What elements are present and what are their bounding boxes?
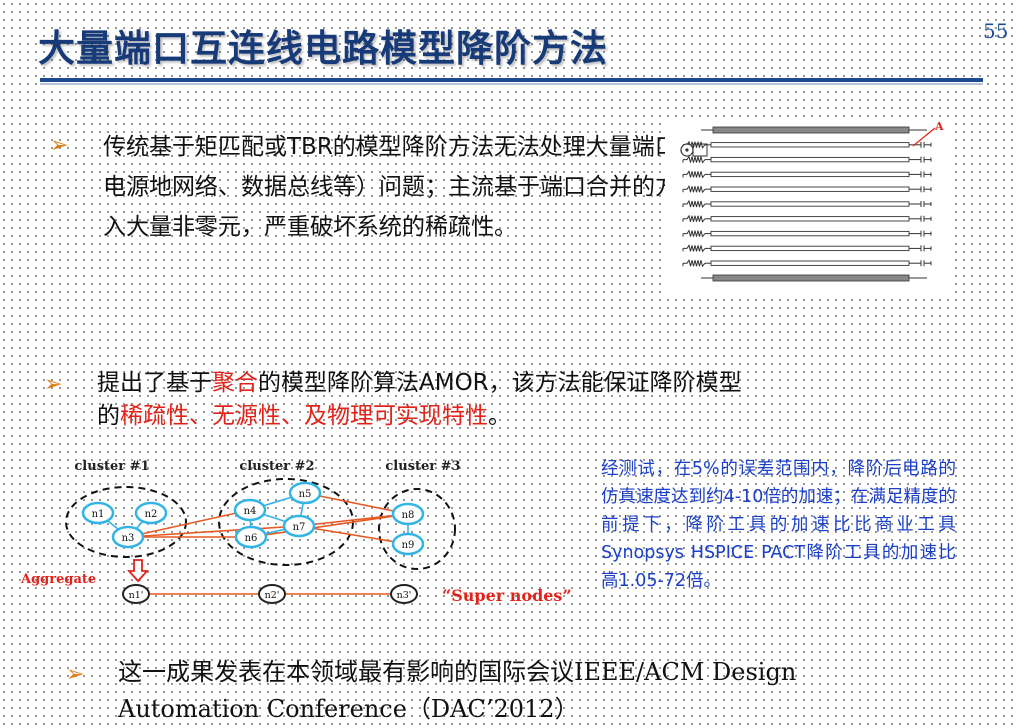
bullet-2-part-1: 提出了基于	[97, 370, 212, 396]
bullet-2-highlight-properties: 稀疏性、无源性、及物理可实现特性	[120, 403, 488, 429]
speedup-note: 经测试，在5%的误差范围内，降阶后电路的仿真速度达到约4-10倍的加速；在满足精…	[601, 459, 956, 591]
graph-node: n1	[81, 501, 115, 525]
svg-text:n9: n9	[402, 540, 415, 551]
inter-cluster-edges	[127, 492, 409, 545]
bullet-2-highlight-aggregation: 聚合	[212, 370, 258, 396]
aggregate-label: Aggregate	[20, 572, 96, 587]
bullet-arrow-icon: ➢	[50, 133, 69, 158]
graph-node: n2	[134, 501, 168, 525]
bullet-2-text: 提出了基于聚合的模型降阶算法AMOR，该方法能保证降阶模型 的稀疏性、无源性、及…	[97, 367, 947, 433]
svg-text:n1': n1'	[129, 590, 144, 601]
title-underline	[40, 78, 983, 82]
aggregation-diagram: cluster #1 cluster #2 cluster #3	[18, 450, 598, 620]
svg-text:n1: n1	[92, 509, 105, 520]
svg-text:n4: n4	[244, 506, 257, 517]
aggregation-diagram-svg: cluster #1 cluster #2 cluster #3	[20, 459, 572, 605]
cluster-label-2: cluster #2	[239, 459, 314, 474]
super-node: n2'	[258, 584, 286, 604]
page-number: 55	[983, 19, 1009, 43]
circuit-schematic: A	[680, 120, 944, 282]
bullet-arrow-icon: ➢	[66, 662, 85, 687]
bullet-3-text: 这一成果发表在本领域最有影响的国际会议IEEE/ACM Design Autom…	[118, 654, 958, 728]
super-node: n1'	[122, 584, 150, 604]
svg-text:n6: n6	[245, 533, 258, 544]
svg-text:n2': n2'	[265, 590, 280, 601]
svg-text:n3': n3'	[397, 590, 412, 601]
svg-text:n3: n3	[122, 533, 135, 544]
cluster-3-boundary	[378, 488, 456, 570]
slide-title: 大量端口互连线电路模型降阶方法	[38, 27, 608, 70]
graph-node: n8	[391, 502, 425, 526]
bullet-3-line-2: Automation Conference（DAC’2012）	[118, 695, 579, 723]
graph-node: n6	[234, 525, 268, 549]
aggregate-arrow-icon	[126, 559, 150, 583]
graph-node: n9	[391, 532, 425, 556]
bullet-2-part-2: 的模型降阶算法AMOR，该方法能保证降阶模型	[258, 370, 742, 396]
port-marker-arrow	[912, 127, 936, 147]
super-node: n3'	[390, 584, 418, 604]
port-marker-label: A	[934, 120, 944, 133]
port-source-icon	[680, 143, 694, 157]
svg-text:n8: n8	[402, 510, 415, 521]
super-nodes-label: “Super nodes”	[442, 586, 572, 605]
title-underline-shadow	[40, 83, 983, 85]
graph-node: n4	[233, 498, 267, 522]
bullet-3-line-1: 这一成果发表在本领域最有影响的国际会议IEEE/ACM Design	[118, 658, 797, 686]
bullet-2-part-3: 的	[97, 403, 120, 429]
cluster-label-1: cluster #1	[74, 459, 149, 474]
bullet-arrow-icon: ➢	[44, 372, 63, 397]
bullet-1-line-2: 电源地网络、数据总线等）问题；主流基于端口合并的方法引	[103, 174, 724, 200]
cluster-1-boundary	[65, 486, 187, 558]
bullet-2-part-4: 。	[488, 403, 511, 429]
svg-text:n2: n2	[145, 509, 158, 520]
graph-node: n3	[111, 525, 145, 549]
bullet-1-text: 传统基于矩匹配或TBR的模型降阶方法无法处理大量端口（ 电源地网络、数据总线等）…	[103, 127, 983, 247]
svg-text:n5: n5	[299, 489, 312, 500]
graph-node: n5	[288, 481, 322, 505]
cluster-label-3: cluster #3	[385, 459, 460, 474]
bullet-1-line-1: 传统基于矩匹配或TBR的模型降阶方法无法处理大量端口（	[103, 134, 701, 160]
interconnect-circuit-figure: A	[665, 118, 955, 298]
graph-node: n7	[282, 514, 316, 538]
bullet-1-line-3: 入大量非零元，严重破坏系统的稀疏性。	[103, 214, 517, 240]
svg-text:n7: n7	[293, 522, 306, 533]
